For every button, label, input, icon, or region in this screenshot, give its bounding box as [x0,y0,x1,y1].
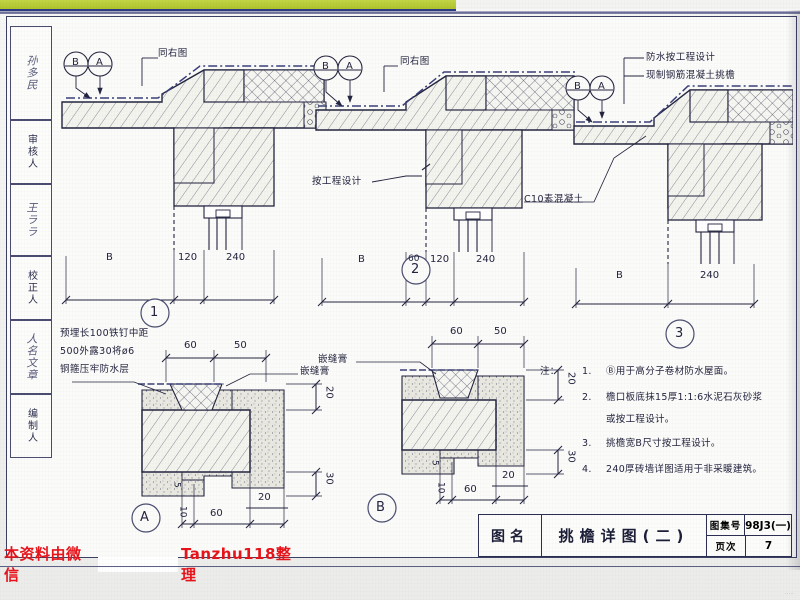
detail-2-dim-240: 240 [476,254,496,265]
detail-3-dim-B: B [616,270,623,281]
title-block-page-key: 页次 [707,536,746,556]
signature-text-3: 人名文章 [25,333,38,381]
detail-B-dim-20-right: 20 [565,372,577,385]
top-banner-green [0,0,456,11]
role-label-reviewer: 审核人 [25,134,37,170]
detail-A-annotation-line3: 铜箍压牢防水层 [60,364,130,375]
detail-1-dim-240: 240 [226,252,246,263]
detail-B-marker: B [376,500,385,515]
top-horizontal-rule [0,11,800,14]
signature-text-1: 孙多民 [25,55,38,91]
detail-B-dim-20-bottom: 20 [502,470,515,481]
detail-2-marker: 2 [411,262,420,277]
detail-3-callout-A: A [598,81,605,92]
detail-3-callout-B: B [574,81,581,92]
detail-B-dim-60-bottom: 60 [464,484,477,495]
role-cell-proofreader: 校正人 [10,256,52,320]
detail-2-dim-120: 120 [430,254,450,265]
signature-cell-2: 王ララ [10,184,52,256]
detail-A-dim-10: 10 [177,506,188,518]
detail-1-annotation-same-as-right: 同右图 [158,48,188,59]
top-banner-white-gap [456,0,800,9]
watermark-text: 本资料由微信 Tanzhu118整理 [4,545,304,584]
detail-2-annotation-same-as-right: 同右图 [400,56,430,67]
detail-1-callout-B: B [72,57,79,68]
detail-1-dim-B: B [106,252,113,263]
detail-B-dim-60-top: 60 [450,326,463,337]
detail-A-dim-20-right: 20 [323,386,335,399]
scan-artifact-text: ····· [785,591,794,596]
detail-3-annotation-c10-concrete: C10素混凝土 [524,194,584,205]
detail-1-dim-120: 120 [178,252,198,263]
signature-text-2: 王ララ [25,202,38,238]
detail-1-geometry [61,51,327,328]
detail-B-dim-30: 30 [565,450,577,463]
detail-3-dim-240: 240 [700,270,720,281]
detail-A-annotation-line1: 预埋长100铁钉中距 [60,328,149,339]
detail-2-geometry [313,55,576,307]
note-text-2: 檐口板底抹15厚1:1:6水泥石灰砂浆 [606,392,763,403]
watermark-redacted-box [97,556,178,572]
detail-A-geometry [72,350,322,533]
detail-A-dim-20-bottom: 20 [258,492,271,503]
detail-3-geometry [524,57,793,349]
detail-A-dim-60-bottom: 60 [210,508,223,519]
title-block-atlas-row: 图集号 98J3(一) [707,515,791,536]
note-text-4: 240厚砖墙详图适用于非采暖建筑。 [606,464,763,475]
detail-2-callout-A: A [346,61,353,72]
detail-A-annotation-line2: 500外露30将ø6 [60,346,135,357]
detail-B-dim-10: 10 [435,482,446,494]
role-cell-compiler: 编制人 [10,394,52,458]
detail-A-dim-60-top: 60 [184,340,197,351]
detail-B-dim-50: 50 [494,326,507,337]
title-block-atlas-value: 98J3(一) [745,519,791,532]
detail-A-dim-50: 50 [234,340,247,351]
signature-cell-1: 孙多民 [10,26,52,120]
detail-3-annotation-rc-cornice: 现制钢筋混凝土挑檐 [646,70,736,81]
note-text-3: 挑檐宽B尺寸按工程设计。 [606,438,721,449]
watermark-prefix: 本资料由微信 [4,545,82,584]
note-number-2: 2. [582,392,592,403]
title-block-page-value: 7 [764,540,773,552]
bottom-rule [0,566,800,568]
detail-A-dim-30: 30 [323,472,335,485]
detail-1-marker: 1 [150,305,159,320]
detail-B-geometry [356,336,564,523]
title-block-name-key: 图名 [479,515,542,556]
detail-A-annotation-sealant: 嵌缝膏 [300,366,330,377]
detail-B-dim-5: 5 [429,460,440,466]
note-number-3: 3. [582,438,592,449]
role-label-compiler: 编制人 [25,408,37,444]
signature-strip: 孙多民 审核人 王ララ 校正人 人名文章 编制人 [8,18,52,554]
watermark-suffix: Tanzhu118整理 [180,545,292,584]
detail-2-dim-B: B [358,254,365,265]
role-label-proofreader: 校正人 [25,270,37,306]
detail-A-dim-5: 5 [171,482,182,488]
top-banner-gradient [0,0,456,9]
title-block-right: 图集号 98J3(一) 页次 7 [707,515,791,556]
detail-2-dim-60: 60 [408,254,420,264]
detail-3-annotation-waterproof: 防水按工程设计 [646,52,716,63]
drawing-canvas: 同右图 B 120 240 1 B A 同右图 按工程设计 B 60 120 2… [54,18,793,554]
detail-2-callout-B: B [322,61,329,72]
notes-label: 注： [540,366,560,377]
title-block-name-value: 挑檐详图(二) [542,515,707,556]
signature-cell-3: 人名文章 [10,320,52,394]
note-text-1: Ⓑ用于高分子卷材防水屋面。 [606,366,734,377]
title-block-atlas-key: 图集号 [707,515,746,535]
detail-2-annotation-per-design: 按工程设计 [312,176,362,187]
title-block-page-row: 页次 7 [707,536,791,556]
title-block: 图名 挑檐详图(二) 图集号 98J3(一) 页次 7 [478,514,792,557]
detail-A-marker: A [140,510,149,525]
detail-3-marker: 3 [675,326,684,341]
role-cell-reviewer: 审核人 [10,120,52,184]
detail-1-callout-A: A [96,57,103,68]
note-number-4: 4. [582,464,592,475]
detail-B-annotation-sealant: 嵌缝膏 [318,354,348,365]
note-number-1: 1. [582,366,592,377]
technical-drawing-svg [61,51,793,533]
note-text-2b: 或按工程设计。 [606,414,675,425]
